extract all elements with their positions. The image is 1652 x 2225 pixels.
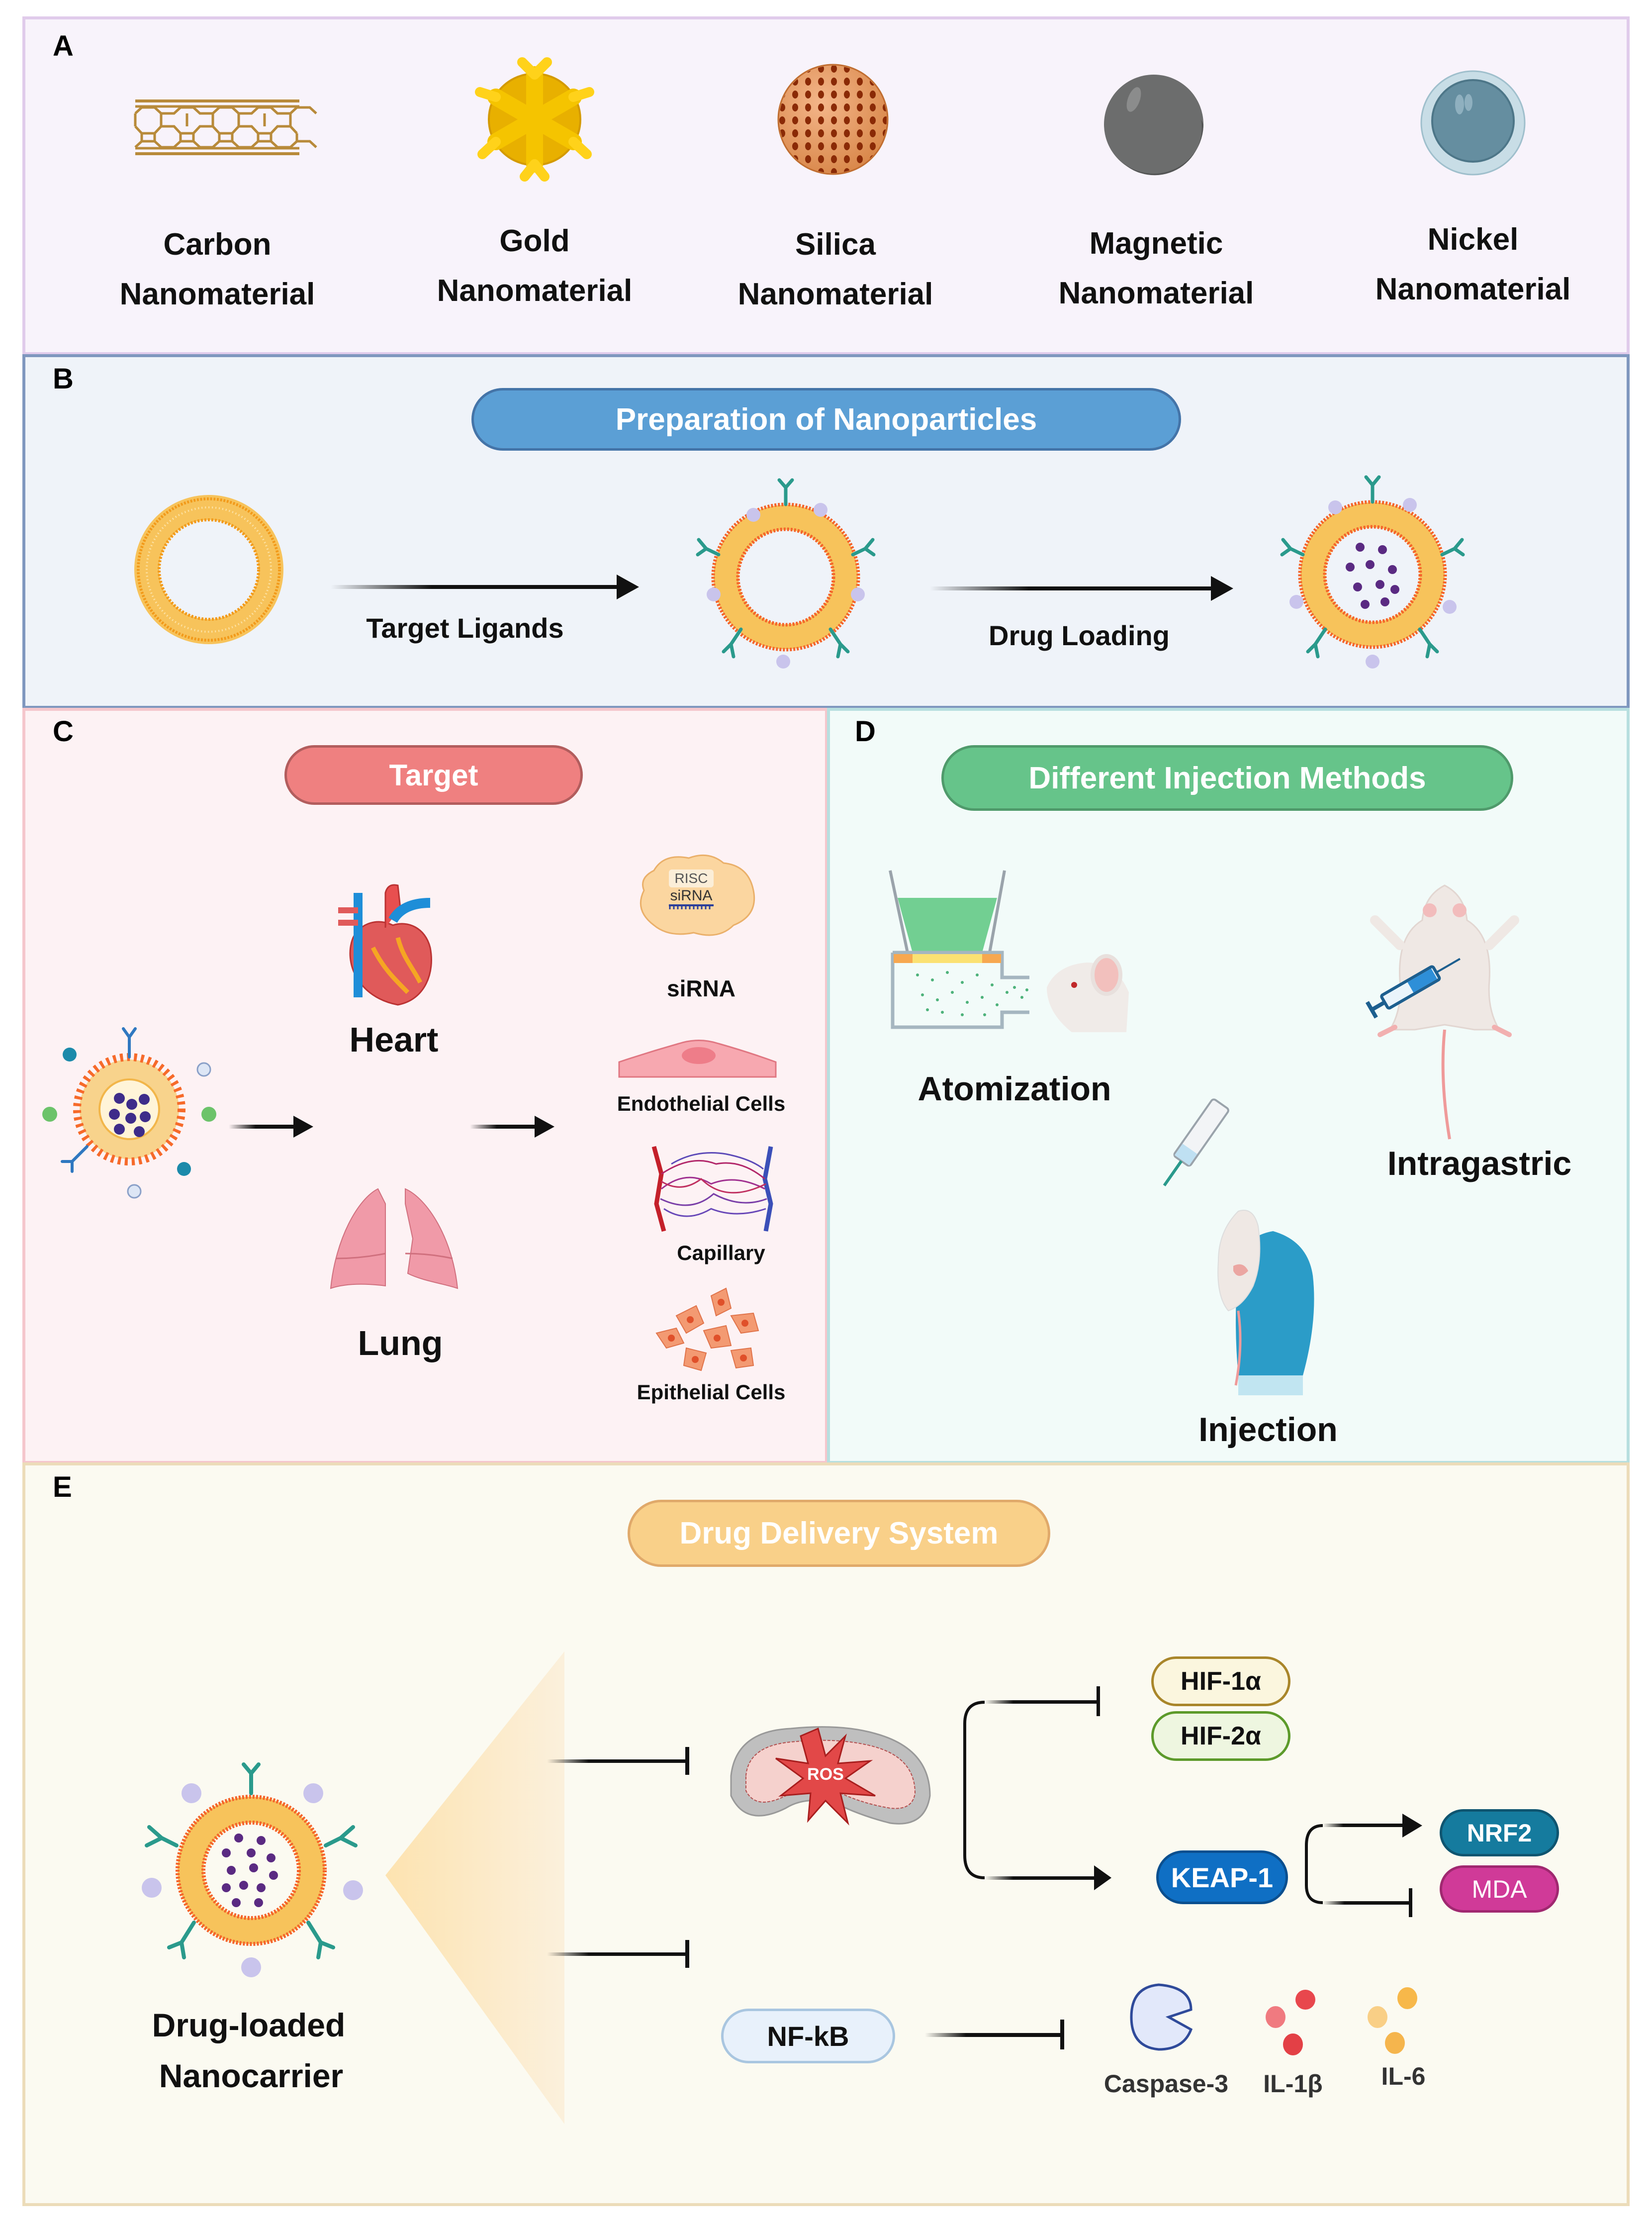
arrow-right-icon <box>930 576 1233 601</box>
arrow-right-icon <box>331 575 639 599</box>
target-title: Target <box>389 758 478 792</box>
endothelial-cell-icon <box>618 1040 777 1078</box>
arrow-right-icon <box>470 1116 554 1138</box>
mitochondrion-ros-icon: ROS <box>730 1726 931 1826</box>
ros-text: ROS <box>807 1765 844 1784</box>
panel-letter-c: C <box>53 715 74 748</box>
label-line2: Nanomaterial <box>119 277 315 311</box>
injection-hand-mouse-icon <box>1163 1098 1314 1395</box>
targeted-nanoparticle-icon <box>42 1027 216 1199</box>
syringe-icon <box>1365 958 1461 1019</box>
atomization-label: Atomization <box>918 1070 1111 1108</box>
heart-label: Heart <box>349 1020 439 1059</box>
sirna-text: siRNA <box>670 887 712 904</box>
nrf2-node: NRF2 <box>1440 1809 1559 1856</box>
injection-methods-title-pill: Different Injection Methods <box>941 745 1513 811</box>
nanomaterial-label-5: Nickel Nanomaterial <box>1376 215 1571 314</box>
caspase-3-icon <box>1130 1983 1193 2051</box>
carrier-line2: Nanocarrier <box>159 2057 344 2094</box>
label-line1: Nickel <box>1427 222 1519 257</box>
label-line2: Nanomaterial <box>737 277 933 311</box>
nrf2-label: NRF2 <box>1467 1819 1532 1847</box>
panel-c: C <box>22 708 828 1464</box>
target-title-pill: Target <box>284 745 583 805</box>
mouse-head-icon <box>1047 954 1129 1032</box>
preparation-title-pill: Preparation of Nanoparticles <box>471 388 1181 451</box>
mda-label: MDA <box>1471 1875 1527 1903</box>
risc-complex-icon: RISC siRNA <box>640 854 755 936</box>
panel-letter-e: E <box>53 1471 72 1503</box>
drug-delivery-title: Drug Delivery System <box>679 1516 999 1550</box>
capillary-icon <box>651 1146 773 1232</box>
nanomaterial-label-4: Magnetic Nanomaterial <box>1059 219 1254 318</box>
capillary-label: Capillary <box>677 1241 765 1264</box>
hif-1a-node: HIF-1α <box>1151 1656 1290 1706</box>
inhibit-nfkb-line <box>547 1940 689 1968</box>
label-line1: Carbon <box>163 227 272 262</box>
nanomaterial-label-1: Carbon Nanomaterial <box>120 220 315 319</box>
label-line2: Nanomaterial <box>1375 272 1571 306</box>
drug-loaded-liposome-icon <box>1280 475 1465 669</box>
injection-label: Injection <box>1198 1411 1338 1449</box>
magnetic-nanoparticle-icon <box>1104 75 1203 176</box>
keap-1-label: KEAP-1 <box>1171 1861 1274 1893</box>
drug-loaded-nanocarrier-icon <box>142 1762 363 1977</box>
keap1-branch-connector <box>1305 1814 1422 1917</box>
silica-nanoparticle-icon <box>777 64 889 175</box>
gold-nanoparticle-icon <box>475 57 594 182</box>
nanomaterial-label-2: Gold Nanomaterial <box>437 216 633 316</box>
label-line2: Nanomaterial <box>1058 276 1254 310</box>
spotlight-fan <box>385 1651 564 2124</box>
mda-node: MDA <box>1440 1865 1559 1913</box>
epithelial-cells-label: Epithelial Cells <box>637 1380 786 1404</box>
arrow-right-icon <box>229 1116 313 1138</box>
epithelial-cells-icon <box>655 1287 759 1371</box>
sirna-label: siRNA <box>666 975 736 1001</box>
intragastric-label: Intragastric <box>1387 1145 1572 1182</box>
heart-icon <box>338 884 432 1006</box>
risc-text: RISC <box>675 871 708 886</box>
panel-letter-d: D <box>855 715 876 748</box>
target-ligands-label: Target Ligands <box>366 612 564 644</box>
label-line2: Nanomaterial <box>437 274 633 308</box>
endothelial-cells-label: Endothelial Cells <box>617 1092 786 1115</box>
carrier-line1: Drug-loaded <box>152 2007 346 2043</box>
hif-2a-label: HIF-2α <box>1181 1722 1261 1750</box>
empty-liposome-icon <box>134 495 283 644</box>
drug-delivery-title-pill: Drug Delivery System <box>628 1500 1050 1567</box>
label-line1: Gold <box>499 224 570 258</box>
hif-2a-node: HIF-2α <box>1151 1711 1290 1761</box>
ros-branch-connector <box>963 1686 1111 1890</box>
panel-letter-b: B <box>53 363 74 395</box>
il-1b-label: IL-1β <box>1263 2070 1323 2098</box>
drug-loading-label: Drug Loading <box>989 620 1170 651</box>
ligand-liposome-icon <box>696 478 876 669</box>
nf-kb-label: NF-kB <box>767 2020 849 2052</box>
nanomaterial-label-3: Silica Nanomaterial <box>738 220 933 319</box>
inhibit-cytokines-line <box>925 2020 1064 2049</box>
nf-kb-node: NF-kB <box>721 2009 895 2063</box>
keap-1-node: KEAP-1 <box>1156 1850 1288 1904</box>
lung-label: Lung <box>358 1324 443 1362</box>
il-6-icon <box>1368 1987 1417 2054</box>
drug-loaded-nanocarrier-label: Drug-loaded Nanocarrier <box>152 2000 346 2101</box>
nickel-nanoparticle-icon <box>1420 70 1526 176</box>
injection-methods-title: Different Injection Methods <box>1028 761 1426 795</box>
carbon-nanotube-icon <box>134 99 317 155</box>
hif-1a-label: HIF-1α <box>1181 1667 1261 1696</box>
atomizer-icon <box>889 870 1029 1029</box>
lung-icon <box>330 1188 459 1289</box>
panel-letter-a: A <box>53 30 74 62</box>
il-1b-icon <box>1266 1990 1315 2055</box>
preparation-title: Preparation of Nanoparticles <box>615 402 1037 437</box>
caspase-3-label: Caspase-3 <box>1103 2070 1229 2098</box>
inhibit-ros-line <box>547 1747 689 1775</box>
label-line1: Magnetic <box>1089 226 1223 261</box>
il-6-label: IL-6 <box>1381 2062 1426 2090</box>
label-line1: Silica <box>795 227 876 262</box>
